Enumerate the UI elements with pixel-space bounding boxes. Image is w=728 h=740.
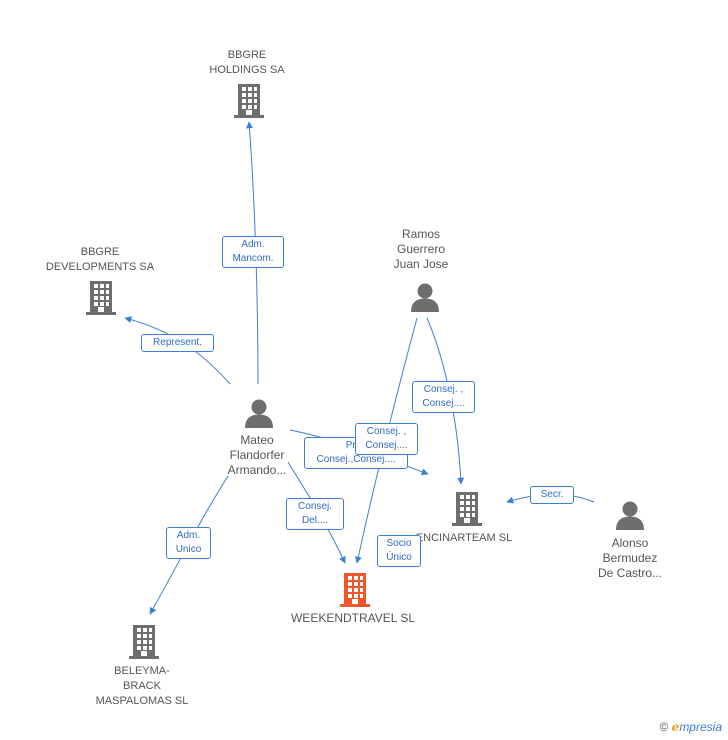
edge-label-line: Consej.... xyxy=(422,398,465,409)
node-label-line: ENCINARTEAM SL xyxy=(415,532,513,544)
node-ramos-label[interactable]: Ramos Guerrero Juan Jose xyxy=(381,227,461,272)
edge-label-line: Adm. xyxy=(241,239,265,250)
edge-label-line: Del.... xyxy=(301,515,329,526)
node-bbgre-holdings-label[interactable]: BBGRE HOLDINGS SA xyxy=(197,48,297,78)
person-icon[interactable] xyxy=(411,283,439,313)
node-label-line: DEVELOPMENTS SA xyxy=(45,261,155,273)
building-icon[interactable] xyxy=(452,492,482,526)
edge-label-line: Consej.... xyxy=(365,440,408,451)
node-label-line: BBGRE xyxy=(80,246,120,258)
node-label-line: BELEYMA- xyxy=(114,665,170,677)
building-icon[interactable] xyxy=(129,625,159,659)
person-icon[interactable] xyxy=(245,399,273,429)
node-label-line: Bermudez xyxy=(602,551,658,565)
edge-label-line: Consej. xyxy=(298,501,332,512)
node-label-line: WEEKENDTRAVEL SL xyxy=(290,611,416,625)
edge-label-consej-del[interactable]: Consej. Del.... xyxy=(286,498,344,530)
node-encinarteam-label[interactable]: ENCINARTEAM SL xyxy=(412,531,516,546)
building-icon[interactable] xyxy=(340,573,370,607)
node-mateo-label[interactable]: Mateo Flandorfer Armando... xyxy=(212,433,302,478)
building-icon[interactable] xyxy=(86,281,116,315)
node-label-line: BRACK xyxy=(123,680,161,692)
node-bbgre-developments-label[interactable]: BBGRE DEVELOPMENTS SA xyxy=(40,245,160,275)
brand-logo-e: e xyxy=(671,720,680,734)
node-label-line: Mateo xyxy=(240,433,274,447)
node-label-line: MASPALOMAS SL xyxy=(95,695,189,707)
edge-label-line: Único xyxy=(386,552,412,563)
node-label-line: Ramos xyxy=(401,227,440,241)
node-weekendtravel-label[interactable]: WEEKENDTRAVEL SL xyxy=(282,611,424,626)
edge-label-line: Consej.,Consej.... xyxy=(316,454,396,465)
node-alonso-label[interactable]: Alonso Bermudez De Castro... xyxy=(585,536,675,581)
edge-label-line: Consej. , xyxy=(366,426,407,437)
edge-label-consej-ramos-weekendtravel[interactable]: Consej. , Consej.... xyxy=(355,423,418,455)
building-icon[interactable] xyxy=(234,84,264,118)
edge-label-line: Mancom. xyxy=(232,253,274,264)
edge-label-line: Unico xyxy=(175,544,202,555)
edge-label-line: Secr. xyxy=(540,489,564,500)
node-label-line: Guerrero xyxy=(396,242,446,256)
node-label-line: BBGRE xyxy=(227,49,267,61)
node-label-line: De Castro... xyxy=(597,566,663,580)
footer-brand: © empresia xyxy=(659,720,722,734)
node-label-line: Alonso xyxy=(611,536,649,550)
edge-label-consej-ramos-encinarteam[interactable]: Consej. , Consej.... xyxy=(412,381,475,413)
brand-name: mpresia xyxy=(679,720,722,734)
edge-label-secr[interactable]: Secr. xyxy=(530,486,574,504)
person-icon[interactable] xyxy=(616,501,644,531)
edge-label-represent[interactable]: Represent. xyxy=(141,334,214,352)
edge-label-line: Socio xyxy=(386,538,412,549)
edge-label-adm-unico[interactable]: Adm. Unico xyxy=(166,527,211,559)
node-label-line: HOLDINGS SA xyxy=(209,64,285,76)
edge-label-adm-mancom[interactable]: Adm. Mancom. xyxy=(222,236,284,268)
copyright-icon: © xyxy=(659,720,669,734)
node-label-line: Flandorfer xyxy=(229,448,285,462)
edge-label-line: Adm. xyxy=(176,530,201,541)
edge-label-socio-unico[interactable]: Socio Único xyxy=(377,535,421,567)
edge-label-line: Represent. xyxy=(153,337,202,348)
node-beleyma-label[interactable]: BELEYMA- BRACK MASPALOMAS SL xyxy=(82,664,202,709)
edge-label-line: Consej. , xyxy=(423,384,464,395)
node-label-line: Juan Jose xyxy=(393,257,449,271)
node-label-line: Armando... xyxy=(227,463,287,477)
